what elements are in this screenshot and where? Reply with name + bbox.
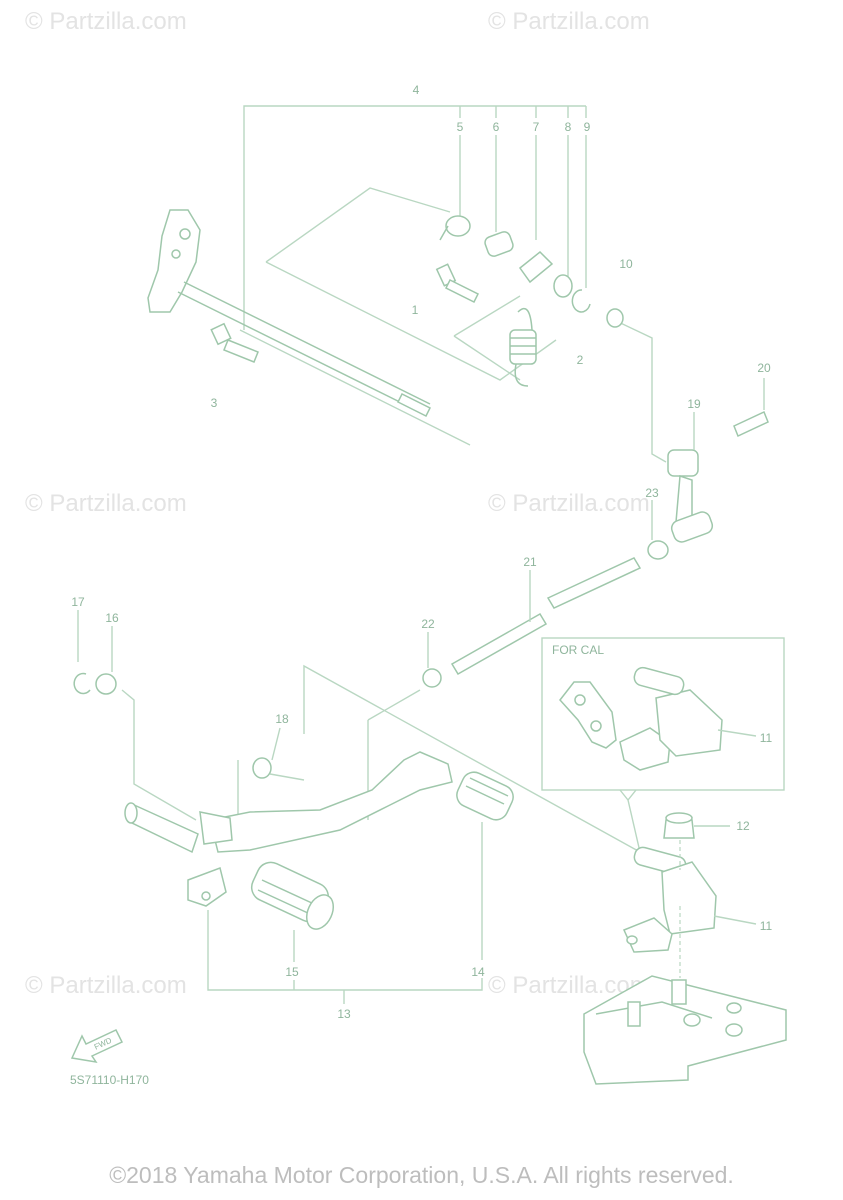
part-number-label: 8 bbox=[565, 120, 572, 134]
bolt-part-1 bbox=[435, 263, 480, 304]
part-number-label: 19 bbox=[687, 397, 701, 411]
alignment-lines-lower bbox=[237, 664, 641, 853]
watermark: © Partzilla.com bbox=[488, 490, 650, 517]
assembly-4-bracket bbox=[243, 105, 587, 330]
washer-clip-parts-16-17 bbox=[73, 610, 197, 821]
part-number-label: 23 bbox=[645, 486, 659, 500]
part-number-label: 7 bbox=[533, 120, 540, 134]
part-number-label: 15 bbox=[285, 965, 299, 979]
part-number-label: 12 bbox=[736, 819, 750, 833]
part-number-label: 5 bbox=[457, 120, 464, 134]
part-number-label: 9 bbox=[584, 120, 591, 134]
watermark: © Partzilla.com bbox=[488, 8, 650, 35]
arm-part-11 bbox=[622, 812, 757, 978]
part-number-label: 20 bbox=[757, 361, 771, 375]
part-number-label: 21 bbox=[523, 555, 537, 569]
part-number-label: 13 bbox=[337, 1007, 351, 1021]
part-number-labels: 1 2 3 4 5 6 7 8 9 10 11 11 12 13 14 15 1… bbox=[71, 83, 772, 1021]
copyright-notice: ©2018 Yamaha Motor Corporation, U.S.A. A… bbox=[109, 1162, 734, 1188]
callout-for-cal: FOR CAL bbox=[541, 637, 785, 853]
part-number-label: 17 bbox=[71, 595, 85, 609]
nut-part-22 bbox=[422, 632, 442, 688]
forward-arrow-icon: FWD bbox=[70, 1029, 124, 1064]
part-number-label: 1 bbox=[412, 303, 419, 317]
shift-arm-part-19 bbox=[667, 378, 769, 543]
alignment-lines-upper bbox=[239, 187, 667, 463]
part-number-label: 16 bbox=[105, 611, 119, 625]
watermark: © Partzilla.com bbox=[25, 490, 187, 517]
part-number-label: 2 bbox=[577, 353, 584, 367]
bolt-part-3 bbox=[210, 322, 259, 363]
callout-title: FOR CAL bbox=[552, 643, 604, 657]
part-number-label: 4 bbox=[413, 83, 420, 97]
rubber-part-15 bbox=[250, 861, 335, 962]
washer-part-18 bbox=[252, 727, 281, 779]
part-number-label: 11 bbox=[760, 919, 773, 933]
watermark: © Partzilla.com bbox=[25, 972, 187, 999]
part-number-label: 14 bbox=[471, 965, 485, 979]
part-number-label: 6 bbox=[493, 120, 500, 134]
spring-part-2 bbox=[509, 307, 537, 387]
assembly-13-bracket bbox=[207, 910, 483, 1004]
part-number-label: 3 bbox=[211, 396, 218, 410]
watermark: © Partzilla.com bbox=[25, 8, 187, 35]
rubber-part-14 bbox=[456, 771, 514, 960]
diagram-code: 5S71110-H170 bbox=[70, 1073, 149, 1087]
shift-shaft bbox=[147, 209, 432, 418]
shift-rod-part-21 bbox=[450, 557, 642, 676]
part-number-label: 18 bbox=[275, 712, 289, 726]
part-number-label: 11 bbox=[760, 731, 773, 745]
shift-pedal bbox=[124, 751, 453, 907]
nut-part-23 bbox=[647, 500, 669, 560]
part-number-label: 10 bbox=[619, 257, 633, 271]
base-plate bbox=[583, 975, 787, 1085]
part-number-label: 22 bbox=[421, 617, 435, 631]
small-parts-5-to-10 bbox=[439, 215, 624, 328]
